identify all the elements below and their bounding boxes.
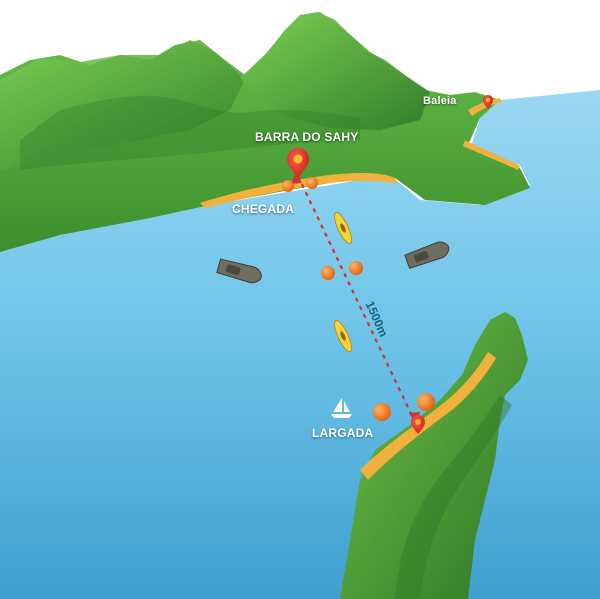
mountain-shadow <box>20 95 360 170</box>
finish-label: CHEGADA <box>232 202 295 216</box>
buoy-mid-left <box>321 266 335 280</box>
buoy-mid-right <box>349 261 363 275</box>
route-arrow-finish <box>291 172 302 184</box>
kayak-lower <box>334 319 352 353</box>
finish-beach-label: BARRA DO SAHY <box>255 130 359 144</box>
start-marker-icon <box>411 415 425 434</box>
motorboat-west <box>216 258 262 284</box>
buoy-start-left <box>373 403 391 421</box>
route-line <box>297 175 415 421</box>
peninsula-beach <box>360 352 496 480</box>
buoy-finish-left <box>282 180 294 192</box>
baleia-marker-icon <box>483 95 493 109</box>
peninsula <box>340 312 528 599</box>
buoy-start-right <box>417 393 435 411</box>
baleia-label: Baleia <box>423 95 457 107</box>
start-label: LARGADA <box>312 426 374 440</box>
kayak-upper <box>334 211 352 245</box>
peninsula-ridge <box>395 395 512 599</box>
sailboat-icon <box>331 398 352 418</box>
east-beach <box>463 140 520 170</box>
mountain-ridge-east <box>240 12 430 130</box>
baleia-beach <box>468 98 502 116</box>
buoy-finish-right <box>306 177 318 189</box>
motorboat-east <box>404 241 450 270</box>
mountain-ridge-west <box>0 40 245 170</box>
finish-marker-icon <box>287 148 309 178</box>
